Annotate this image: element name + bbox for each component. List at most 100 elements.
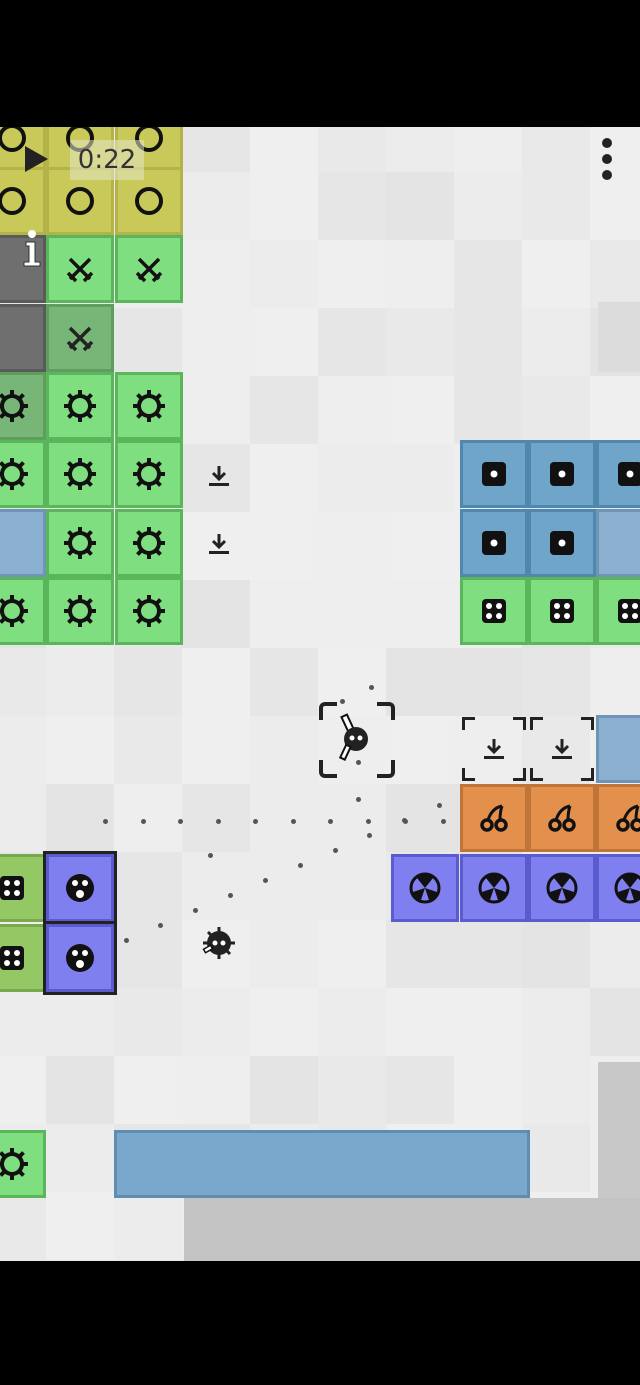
- blue-die-tile: [596, 440, 640, 508]
- drop-slot[interactable]: [530, 717, 594, 781]
- floor-tile: [182, 172, 250, 240]
- steel-block-tile: [0, 509, 46, 577]
- green-gear-tile: [0, 1130, 46, 1198]
- floor-tile: [386, 648, 454, 716]
- orange-cherry-tile: [596, 784, 640, 852]
- gray-info-tile: [0, 235, 46, 303]
- floor-tile: [46, 1124, 114, 1192]
- floor-tile: [114, 1192, 182, 1260]
- cherry-icon: [480, 804, 508, 832]
- radiation-icon: [478, 872, 510, 904]
- trajectory-dot: [356, 797, 361, 802]
- trajectory-dot: [437, 803, 442, 808]
- purple-radiation-tile: [460, 854, 528, 922]
- purple-face-tile[interactable]: [43, 921, 117, 995]
- yellow-ring-tile: [115, 167, 183, 235]
- floor-tile: [590, 648, 640, 716]
- floor-tile: [114, 648, 182, 716]
- floor-tile: [182, 308, 250, 376]
- floor-tile: [0, 648, 46, 716]
- gear-icon: [133, 390, 165, 422]
- floor-tile: [454, 240, 522, 308]
- blue-platform: [114, 1130, 530, 1198]
- green-die-tile: [528, 577, 596, 645]
- info-icon[interactable]: [20, 228, 44, 270]
- floor-tile: [0, 1192, 46, 1260]
- floor-tile: [250, 852, 318, 920]
- green-swords-tile: [46, 235, 114, 303]
- trajectory-dot: [340, 699, 345, 704]
- floor-tile: [114, 1056, 182, 1124]
- floor-tile: [454, 1056, 522, 1124]
- floor-tile: [386, 444, 454, 512]
- floor-tile: [182, 376, 250, 444]
- trajectory-dot: [328, 819, 333, 824]
- green-gear-tile: [0, 372, 46, 440]
- face-icon: [66, 874, 94, 902]
- floor-tile: [454, 716, 522, 784]
- player-character-icon[interactable]: [333, 709, 373, 765]
- game-board[interactable]: [0, 127, 640, 1261]
- floor-tile: [182, 240, 250, 308]
- floor-tile: [522, 240, 590, 308]
- aim-reticle[interactable]: [319, 702, 395, 778]
- floor-tile: [318, 512, 386, 580]
- purple-radiation-tile: [528, 854, 596, 922]
- die-four-icon: [0, 946, 24, 970]
- green-swords-tile: [115, 235, 183, 303]
- trajectory-dot: [263, 878, 268, 883]
- floor-tile: [250, 920, 318, 988]
- green-gear-tile: [46, 577, 114, 645]
- drop-arrow-icon: [552, 739, 572, 759]
- floor-tile: [522, 988, 590, 1056]
- blue-die-tile: [528, 509, 596, 577]
- floor-tile: [114, 716, 182, 784]
- blue-die-tile: [460, 509, 528, 577]
- die-four-icon: [550, 599, 574, 623]
- play-icon[interactable]: [22, 144, 50, 174]
- floor-tile: [114, 988, 182, 1056]
- floor-tile: [454, 920, 522, 988]
- floor-tile: [318, 852, 386, 920]
- trajectory-dot: [103, 819, 108, 824]
- gray-tile: [0, 304, 46, 372]
- trajectory-dot: [440, 819, 446, 824]
- drop-slot[interactable]: [462, 717, 526, 781]
- gear-icon: [0, 458, 28, 490]
- floor-tile: [522, 1124, 590, 1192]
- floor-tile: [318, 988, 386, 1056]
- trajectory-dot: [228, 893, 233, 898]
- blue-die-tile: [460, 440, 528, 508]
- die-one-icon: [550, 462, 574, 486]
- yellow-ring-tile: [0, 167, 46, 235]
- gear-icon: [64, 390, 96, 422]
- floor-tile: [250, 240, 318, 308]
- floor-tile: [0, 716, 46, 784]
- ring-icon: [135, 127, 163, 152]
- floor-tile: [250, 376, 318, 444]
- green-gear-tile: [0, 577, 46, 645]
- green-gear-tile: [115, 577, 183, 645]
- floor-tile: [318, 172, 386, 240]
- floor-tile: [46, 988, 114, 1056]
- trajectory-dot: [367, 833, 372, 838]
- cherry-icon: [616, 804, 640, 832]
- vertical-dots-menu-icon[interactable]: [598, 137, 616, 183]
- floor-tile: [182, 1056, 250, 1124]
- floor-tile: [182, 580, 250, 648]
- floor-tile: [46, 1056, 114, 1124]
- floor-tile: [590, 988, 640, 1056]
- trajectory-dot: [298, 863, 303, 868]
- drop-arrow-icon: [484, 739, 504, 759]
- floor-tile: [454, 172, 522, 240]
- floor-tile: [454, 648, 522, 716]
- green-gear-tile: [46, 440, 114, 508]
- floor-tile: [386, 1056, 454, 1124]
- purple-face-tile[interactable]: [43, 851, 117, 925]
- floor-tile: [46, 716, 114, 784]
- green-die-tile: [460, 577, 528, 645]
- floor-tile: [386, 580, 454, 648]
- green-gear-tile: [115, 372, 183, 440]
- floor-tile: [0, 988, 46, 1056]
- floor-tile: [250, 580, 318, 648]
